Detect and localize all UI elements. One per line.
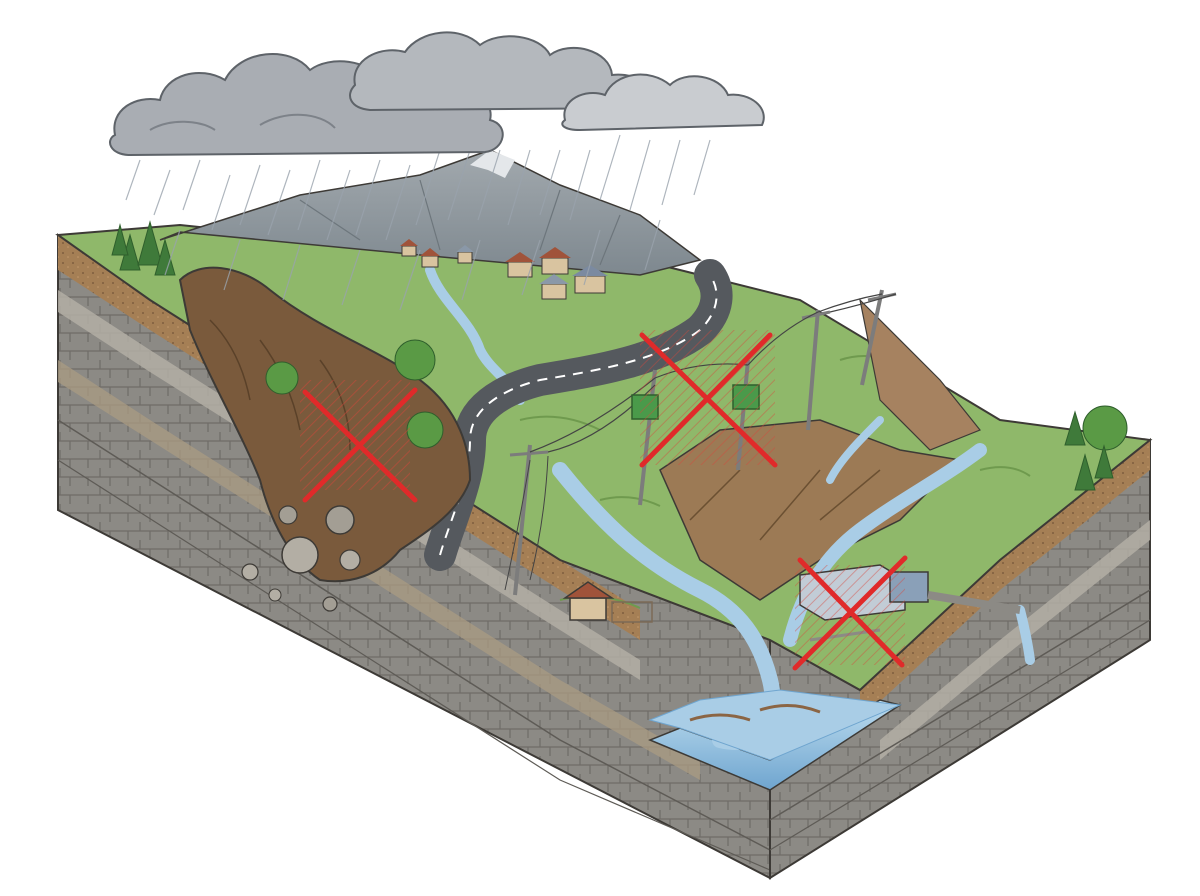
- terrain-block-right-face: [769, 437, 1151, 880]
- tree-cluster-right: [1064, 405, 1128, 491]
- tree-icon: [137, 220, 163, 266]
- tree-icon: [406, 411, 444, 449]
- house-icon: [539, 274, 569, 300]
- mountain: [159, 149, 702, 276]
- damage-marker-facility: [792, 555, 908, 671]
- damage-marker-landslide: [300, 380, 418, 503]
- village: [400, 239, 608, 300]
- tree-icon: [1074, 453, 1096, 491]
- damage-marker-power-grid: [639, 330, 778, 468]
- tree-icon: [1064, 410, 1086, 446]
- damage-cross-icon: [639, 332, 778, 468]
- house-icon: [562, 581, 653, 623]
- house-icon: [400, 239, 418, 257]
- house-icon: [456, 245, 474, 264]
- tree-icon: [1094, 444, 1114, 479]
- rain-cloud-icon: [561, 73, 765, 132]
- power-pole-icon: [513, 444, 532, 596]
- tree-icon: [111, 223, 129, 256]
- damage-cross-icon: [792, 555, 908, 671]
- tree-icon: [265, 361, 299, 395]
- tree-icon: [394, 339, 436, 381]
- house-icon: [539, 247, 571, 275]
- damage-cross-icon: [302, 387, 418, 503]
- rain: [125, 134, 711, 311]
- tree-cluster-left: [111, 220, 176, 276]
- house-icon: [420, 248, 440, 268]
- power-pole-icon: [806, 309, 820, 431]
- power-pole-icon: [860, 289, 884, 386]
- tree-cluster-landslide: [265, 339, 444, 449]
- house-icon: [505, 252, 535, 278]
- house-icon: [572, 265, 608, 294]
- tree-icon: [1082, 405, 1128, 451]
